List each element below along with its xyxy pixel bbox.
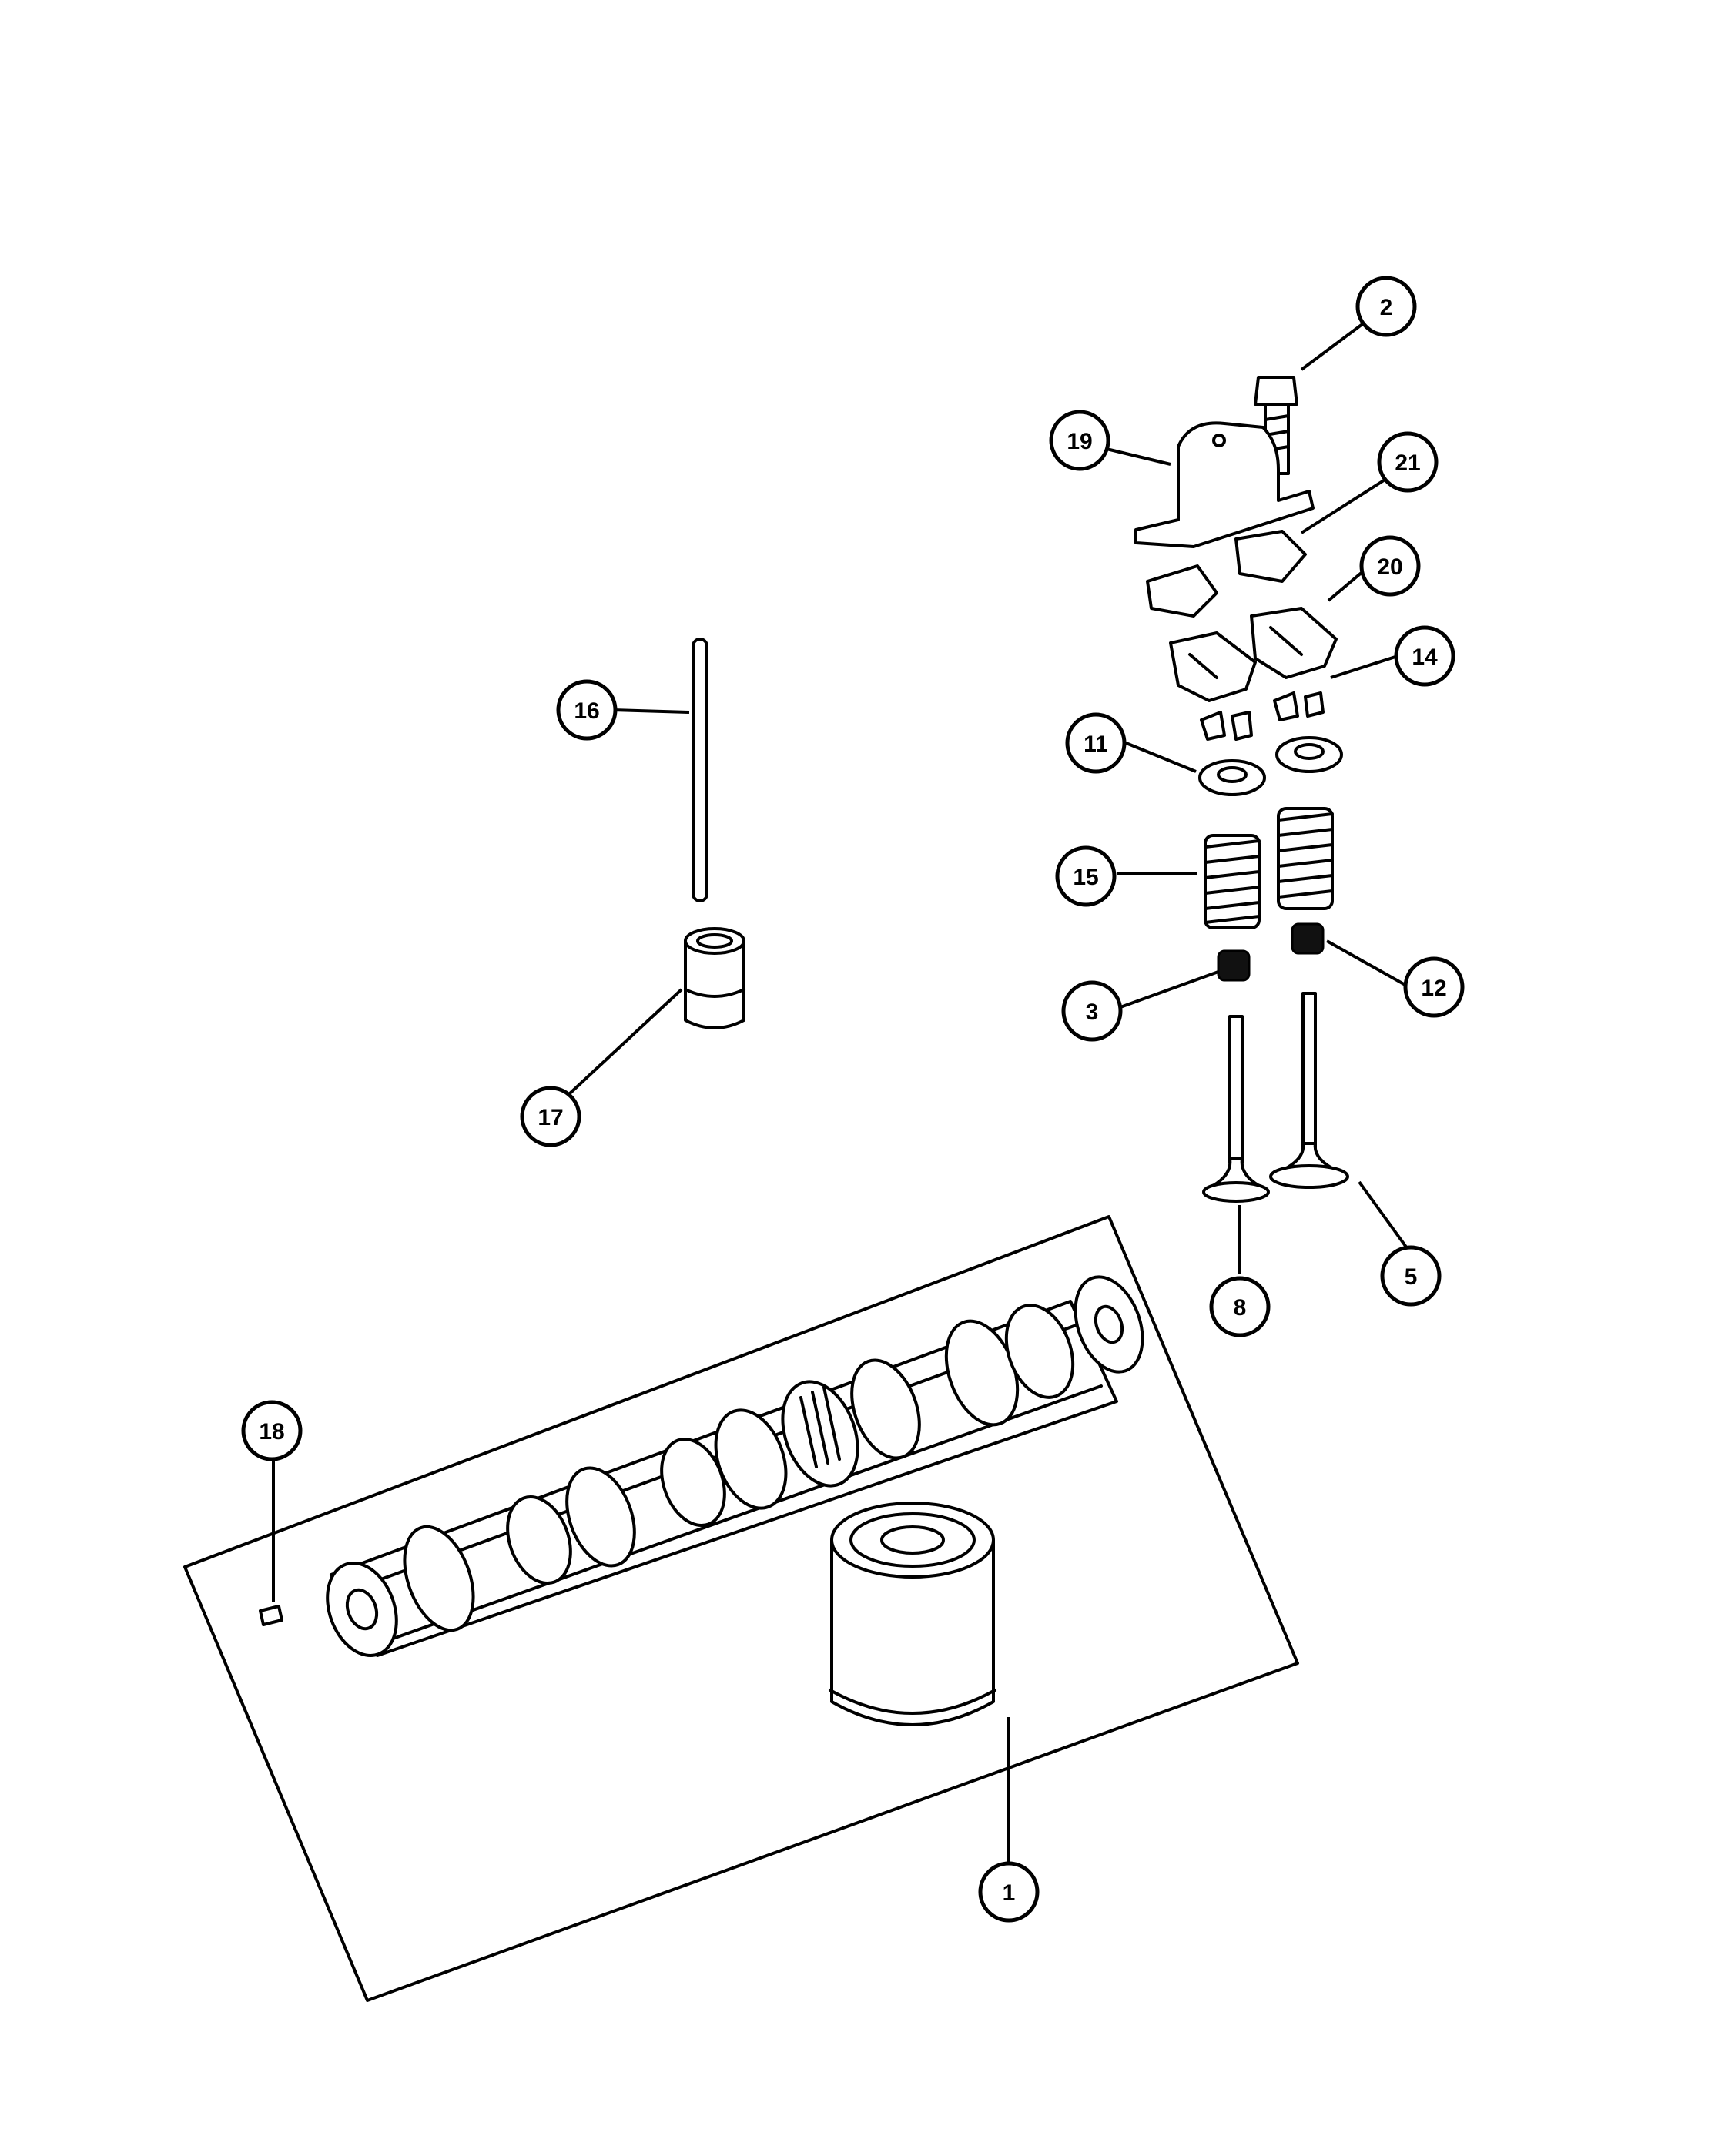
pushrod: [692, 638, 708, 902]
callout-label: 8: [1234, 1295, 1247, 1321]
spring-retainer-left: [1198, 759, 1266, 796]
callout-label: 2: [1380, 295, 1393, 320]
rocker-bridge: [1134, 421, 1315, 548]
callout-16: 16: [556, 679, 618, 741]
callout-2: 2: [1355, 276, 1417, 337]
callout-label: 14: [1412, 644, 1438, 670]
camshaft-kit-frame: [183, 1215, 1299, 2002]
callout-17: 17: [520, 1086, 581, 1147]
callout-11: 11: [1065, 712, 1127, 774]
valve-spring-left: [1204, 834, 1261, 929]
callout-18: 18: [241, 1400, 303, 1461]
callout-label: 1: [1003, 1880, 1016, 1906]
callout-label: 20: [1377, 554, 1402, 580]
callout-label: 19: [1067, 429, 1092, 454]
callout-label: 18: [259, 1419, 284, 1445]
leader-lines: [272, 305, 1411, 1863]
callout-3: 3: [1061, 980, 1123, 1042]
valve-locks-left: [1200, 711, 1253, 741]
valve-locks-right: [1273, 691, 1325, 721]
camshaft-key: [259, 1605, 283, 1626]
oil-can: [829, 1502, 996, 1726]
rocker-arm-left: [1169, 631, 1257, 702]
callout-label: 21: [1395, 450, 1420, 476]
callout-19: 19: [1049, 410, 1110, 471]
callout-20: 20: [1359, 535, 1421, 597]
callout-label: 12: [1421, 976, 1446, 1001]
callout-8: 8: [1209, 1276, 1271, 1337]
callout-12: 12: [1403, 956, 1465, 1018]
camshaft: [326, 1275, 1144, 1658]
callout-label: 15: [1073, 865, 1098, 890]
callout-label: 5: [1405, 1264, 1418, 1290]
valve-seal-right: [1291, 922, 1325, 955]
callout-1: 1: [978, 1861, 1040, 1923]
callout-5: 5: [1380, 1245, 1442, 1307]
hydraulic-lifter: [684, 927, 745, 1029]
callout-15: 15: [1055, 845, 1117, 907]
callout-21: 21: [1377, 431, 1439, 493]
callout-label: 11: [1084, 732, 1108, 757]
rocker-arm-right: [1250, 607, 1338, 679]
spring-retainer-right: [1275, 736, 1343, 773]
callout-label: 17: [538, 1105, 563, 1130]
rocker-pivot-right: [1234, 530, 1307, 583]
callout-label: 16: [574, 698, 599, 724]
callout-14: 14: [1394, 625, 1455, 687]
rocker-pivot-left: [1146, 564, 1218, 618]
valve-seal-left: [1217, 949, 1251, 982]
exhaust-valve: [1269, 992, 1349, 1189]
valve-spring-right: [1277, 807, 1334, 910]
intake-valve: [1202, 1015, 1270, 1203]
callout-label: 3: [1086, 999, 1099, 1025]
